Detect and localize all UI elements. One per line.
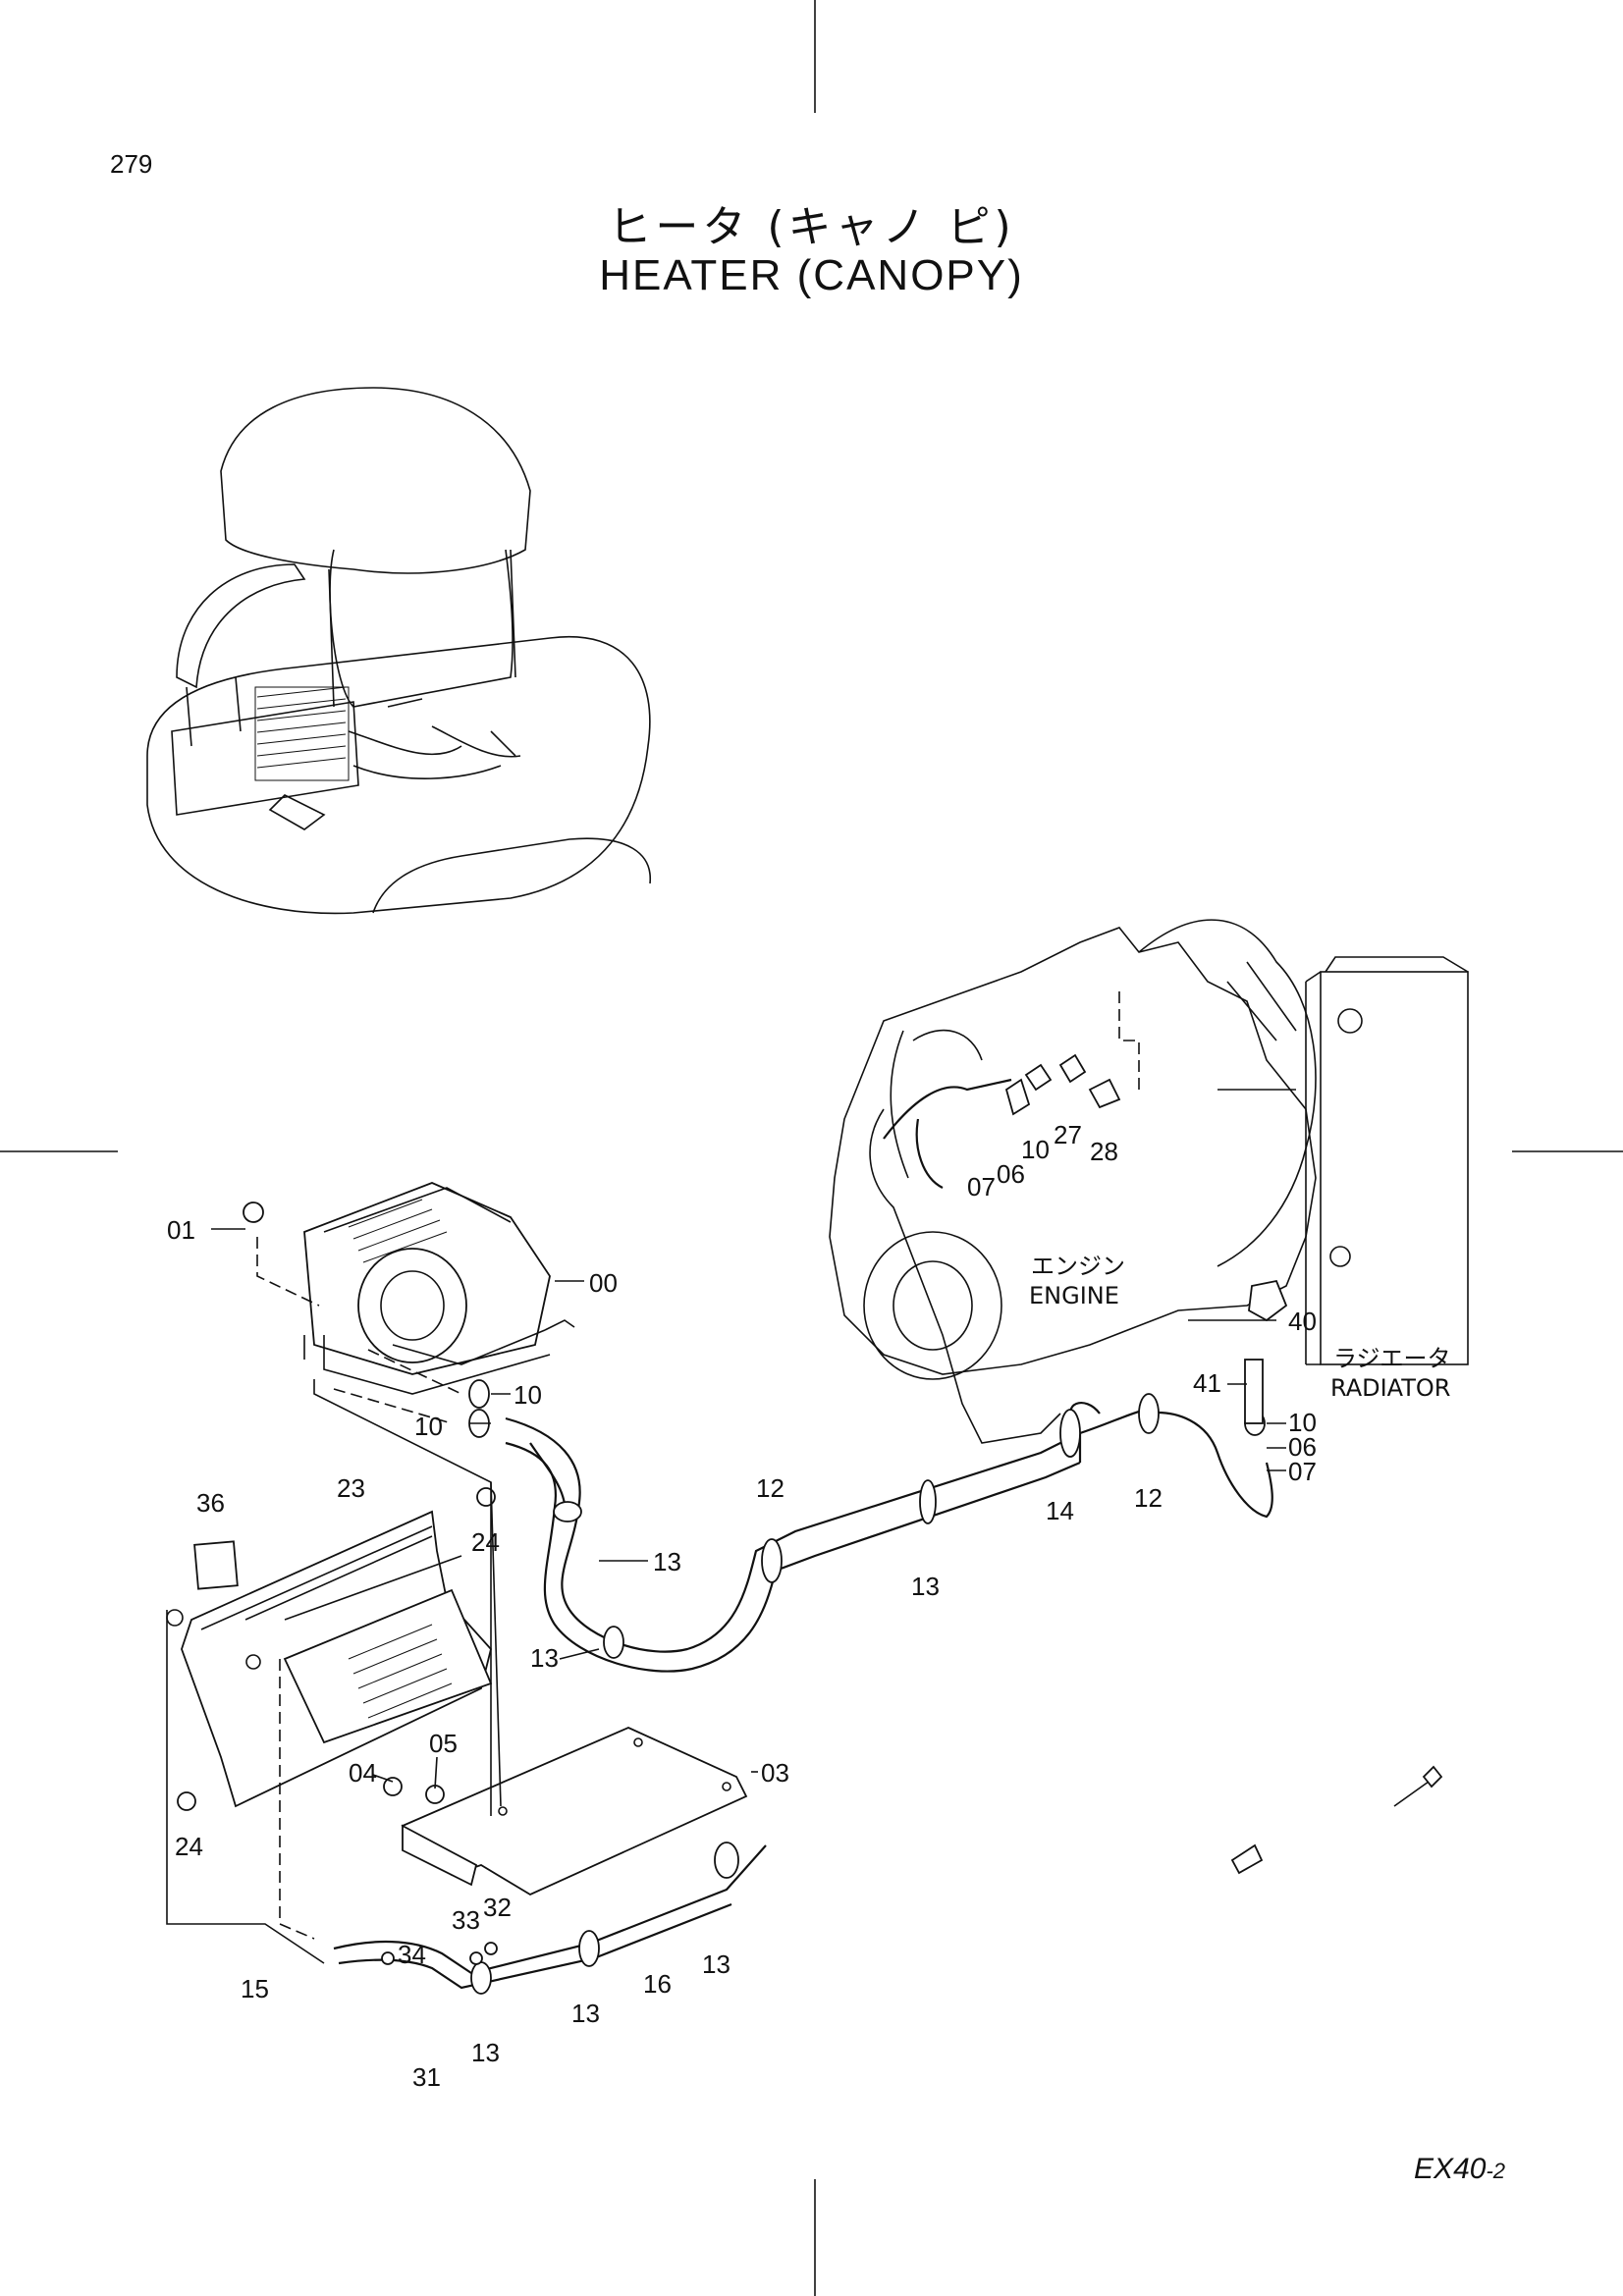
callout-04: 04 bbox=[349, 1758, 377, 1788]
radiator-label-japanese: ラジエータ bbox=[1333, 1345, 1451, 1372]
page-title: HEATER (CANOPY) bbox=[599, 251, 1024, 299]
callout-01: 01 bbox=[167, 1215, 195, 1245]
callout-36: 36 bbox=[196, 1488, 225, 1518]
callout-13-e: 13 bbox=[571, 1999, 600, 2028]
radiator-label: RADIATOR bbox=[1330, 1374, 1450, 1402]
callout-28: 28 bbox=[1090, 1137, 1118, 1166]
callout-16: 16 bbox=[643, 1969, 672, 1999]
callout-03: 03 bbox=[761, 1758, 789, 1788]
callout-33: 33 bbox=[452, 1905, 480, 1935]
callout-10-radiator: 10 bbox=[1288, 1408, 1317, 1437]
callout-06-engine: 06 bbox=[997, 1159, 1025, 1189]
leader-lines bbox=[211, 1228, 1286, 1789]
callout-31: 31 bbox=[412, 2062, 441, 2092]
callout-24-upper: 24 bbox=[471, 1527, 500, 1557]
callout-34: 34 bbox=[398, 1940, 426, 1969]
callout-06-radiator: 06 bbox=[1288, 1432, 1317, 1462]
model-suffix: -2 bbox=[1486, 2159, 1505, 2183]
model-name: EX40 bbox=[1414, 2153, 1487, 2185]
page-number: 279 bbox=[110, 149, 153, 179]
callout-14: 14 bbox=[1046, 1496, 1074, 1525]
callout-13-b: 13 bbox=[530, 1643, 559, 1673]
callout-12-left: 12 bbox=[756, 1473, 784, 1503]
callout-40: 40 bbox=[1288, 1307, 1317, 1336]
heater-duct bbox=[166, 1510, 493, 1808]
callout-15: 15 bbox=[241, 1974, 269, 2003]
callout-05: 05 bbox=[429, 1729, 458, 1758]
callout-10-lower: 10 bbox=[414, 1412, 443, 1441]
callout-24-lower: 24 bbox=[175, 1832, 203, 1861]
reference-lines bbox=[166, 1237, 502, 1964]
callout-10-engine: 10 bbox=[1021, 1135, 1050, 1164]
callout-13-f: 13 bbox=[471, 2038, 500, 2067]
engine-label-japanese: エンジン bbox=[1031, 1253, 1125, 1280]
engine-radiator-illustration bbox=[829, 919, 1469, 1444]
hose-clamps bbox=[177, 1053, 1443, 1995]
callout-23: 23 bbox=[337, 1473, 365, 1503]
callout-labels: 01 00 10 10 36 23 24 24 13 13 13 13 13 1… bbox=[167, 1120, 1317, 2092]
callout-13-a: 13 bbox=[653, 1547, 681, 1576]
callout-13-c: 13 bbox=[911, 1572, 940, 1601]
engine-label: ENGINE bbox=[1029, 1282, 1119, 1309]
callout-41: 41 bbox=[1193, 1368, 1221, 1398]
model-label: EX40-2 bbox=[1414, 2153, 1505, 2186]
callout-13-d: 13 bbox=[702, 1949, 730, 1979]
mounting-plate bbox=[401, 1727, 748, 1896]
callout-12-right: 12 bbox=[1134, 1483, 1163, 1513]
callout-10-upper: 10 bbox=[514, 1380, 542, 1410]
machine-overview-illustration bbox=[146, 387, 651, 915]
callout-32: 32 bbox=[483, 1893, 512, 1922]
callout-00: 00 bbox=[589, 1268, 618, 1298]
heater-hoses bbox=[333, 1078, 1273, 1990]
callout-07-radiator: 07 bbox=[1288, 1457, 1317, 1486]
callout-27: 27 bbox=[1054, 1120, 1082, 1149]
page-title-japanese: ヒータ (キャノ ピ) bbox=[608, 202, 1015, 252]
heater-unit bbox=[303, 1182, 575, 1395]
callout-07-engine: 07 bbox=[967, 1172, 996, 1201]
